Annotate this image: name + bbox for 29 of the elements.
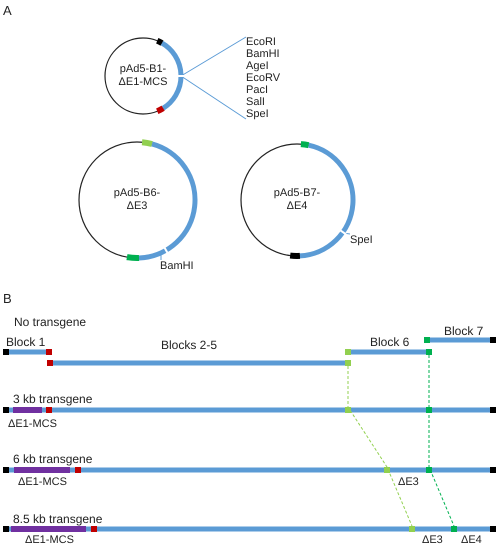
- enzyme-name: EcoRI: [246, 36, 277, 48]
- row-title: 3 kb transgene: [13, 393, 92, 406]
- row-title: 8.5 kb transgene: [13, 513, 102, 526]
- region-label: ΔE4: [461, 534, 482, 546]
- enzyme-name: SpeI: [246, 108, 270, 120]
- region-label: ΔE1-MCS: [25, 534, 74, 546]
- plasmid-name: pAd5-B6- ΔE3: [112, 187, 162, 213]
- enzyme-name: SalI: [246, 96, 266, 108]
- enzyme-name: PacI: [246, 84, 270, 96]
- region-label: ΔE3: [422, 534, 443, 546]
- block-label: Block 1: [6, 336, 46, 349]
- region-label: ΔE1-MCS: [18, 476, 67, 488]
- callout-lines: [180, 36, 246, 120]
- enzyme-name: BamHI: [246, 48, 281, 60]
- plasmid-name: pAd5-B7- ΔE4: [272, 187, 322, 213]
- panel-letter: A: [3, 4, 12, 18]
- row-title: No transgene: [14, 316, 86, 329]
- plasmid-name: pAd5-B1- ΔE1-MCS: [118, 63, 168, 89]
- region-label: ΔE3: [398, 476, 419, 488]
- enzyme-name: EcoRV: [246, 72, 282, 84]
- panel-letter: B: [3, 292, 12, 306]
- site-label: BamHI: [160, 260, 195, 272]
- enzyme-name: AgeI: [246, 60, 270, 72]
- site-label: SpeI: [350, 234, 374, 246]
- block-label: Block 6: [370, 336, 410, 349]
- block-label: Block 7: [444, 325, 484, 338]
- block-label: Blocks 2-5: [161, 339, 218, 352]
- row-title: 6 kb transgene: [13, 453, 92, 466]
- region-label: ΔE1-MCS: [8, 418, 57, 430]
